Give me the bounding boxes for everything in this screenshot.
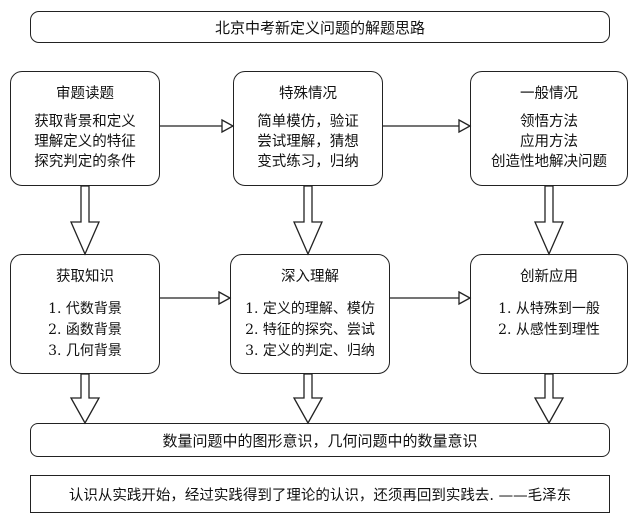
- node-deep-understanding-item: 3. 定义的判定、归纳: [245, 343, 375, 359]
- arrow-right-icon: [390, 290, 472, 306]
- node-innovative-application-item: 2. 从感性到理性: [498, 322, 600, 338]
- quote-text: 认识从实践开始，经过实践得到了理论的认识，还须再回到实践去. ——毛泽东: [68, 487, 572, 504]
- node-special-case-head: 特殊情况: [279, 86, 337, 102]
- arrow-down-icon: [534, 185, 564, 256]
- node-special-case-line: 尝试理解，猜想: [257, 134, 359, 150]
- node-deep-understanding-head: 深入理解: [281, 269, 339, 285]
- diagram-title: 北京中考新定义问题的解题思路: [30, 11, 610, 43]
- node-acquire-knowledge: 获取知识 1. 代数背景 2. 函数背景 3. 几何背景: [10, 254, 160, 374]
- diagram-title-text: 北京中考新定义问题的解题思路: [214, 18, 425, 37]
- node-special-case-line: 简单模仿，验证: [257, 114, 359, 130]
- node-general-case-line: 领悟方法: [520, 114, 578, 130]
- node-general-case-line: 创造性地解决问题: [491, 154, 607, 170]
- arrow-down-icon: [69, 373, 101, 425]
- node-special-case: 特殊情况 简单模仿，验证 尝试理解，猜想 变式练习，归纳: [233, 71, 383, 186]
- summary-text: 数量问题中的图形意识，几何问题中的数量意识: [162, 431, 478, 450]
- node-acquire-knowledge-item: 3. 几何背景: [48, 343, 122, 359]
- node-review-question-line: 理解定义的特征: [34, 134, 136, 150]
- node-acquire-knowledge-item: 2. 函数背景: [48, 322, 122, 338]
- node-innovative-application-head: 创新应用: [520, 269, 578, 285]
- node-acquire-knowledge-item: 1. 代数背景: [48, 301, 122, 317]
- node-review-question: 审题读题 获取背景和定义 理解定义的特征 探究判定的条件: [10, 71, 160, 186]
- node-innovative-application-item: 1. 从特殊到一般: [498, 301, 600, 317]
- node-review-question-head: 审题读题: [56, 86, 114, 102]
- node-deep-understanding-item: 2. 特征的探究、尝试: [245, 322, 375, 338]
- arrow-right-icon: [383, 118, 472, 134]
- node-deep-understanding: 深入理解 1. 定义的理解、模仿 2. 特征的探究、尝试 3. 定义的判定、归纳: [230, 254, 390, 374]
- node-special-case-line: 变式练习，归纳: [257, 154, 359, 170]
- arrow-right-icon: [160, 290, 232, 306]
- arrow-down-icon: [70, 185, 100, 256]
- node-general-case-head: 一般情况: [520, 86, 578, 102]
- summary-box: 数量问题中的图形意识，几何问题中的数量意识: [30, 423, 610, 457]
- arrow-down-icon: [293, 185, 323, 256]
- node-review-question-line: 获取背景和定义: [34, 114, 136, 130]
- quote-box: 认识从实践开始，经过实践得到了理论的认识，还须再回到实践去. ——毛泽东: [30, 475, 610, 513]
- node-acquire-knowledge-head: 获取知识: [56, 269, 114, 285]
- node-review-question-line: 探究判定的条件: [34, 154, 136, 170]
- arrow-right-icon: [160, 118, 235, 134]
- arrow-down-icon: [292, 373, 324, 425]
- node-general-case: 一般情况 领悟方法 应用方法 创造性地解决问题: [470, 71, 628, 186]
- node-general-case-line: 应用方法: [520, 134, 578, 150]
- node-deep-understanding-item: 1. 定义的理解、模仿: [245, 301, 375, 317]
- arrow-down-icon: [533, 373, 565, 425]
